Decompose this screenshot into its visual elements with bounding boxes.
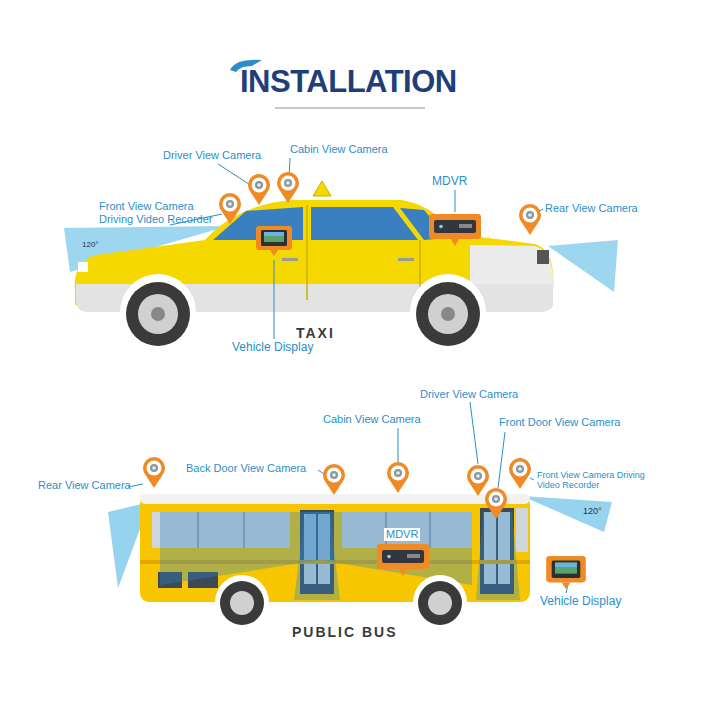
camera-label: Driver View Camera <box>163 149 261 162</box>
camera-label: Front View Camera Driving Video Recorder <box>537 470 649 491</box>
camera-label: Driver View Camera <box>420 388 518 401</box>
camera-label: Cabin View Camera <box>323 413 421 426</box>
vehicle-name: TAXI <box>296 325 335 341</box>
device-label: Vehicle Display <box>540 595 621 609</box>
vehicle-name: PUBLIC BUS <box>292 624 398 640</box>
device-label: Vehicle Display <box>232 341 313 355</box>
camera-label: Front Door View Camera <box>499 416 620 429</box>
camera-label: Rear View Camera <box>545 202 638 215</box>
title: INSTALLATION <box>240 64 457 100</box>
camera-label: Cabin View Camera <box>290 143 388 156</box>
angle-label: 120° <box>583 506 602 516</box>
device-label: MDVR <box>384 528 420 541</box>
camera-label: Front View Camera Driving Video Recorder <box>99 200 219 225</box>
camera-label: Back Door View Camera <box>186 462 306 475</box>
camera-label: Rear View Camera <box>38 479 131 492</box>
angle-label: 120° <box>82 240 99 249</box>
device-label: MDVR <box>432 175 467 189</box>
